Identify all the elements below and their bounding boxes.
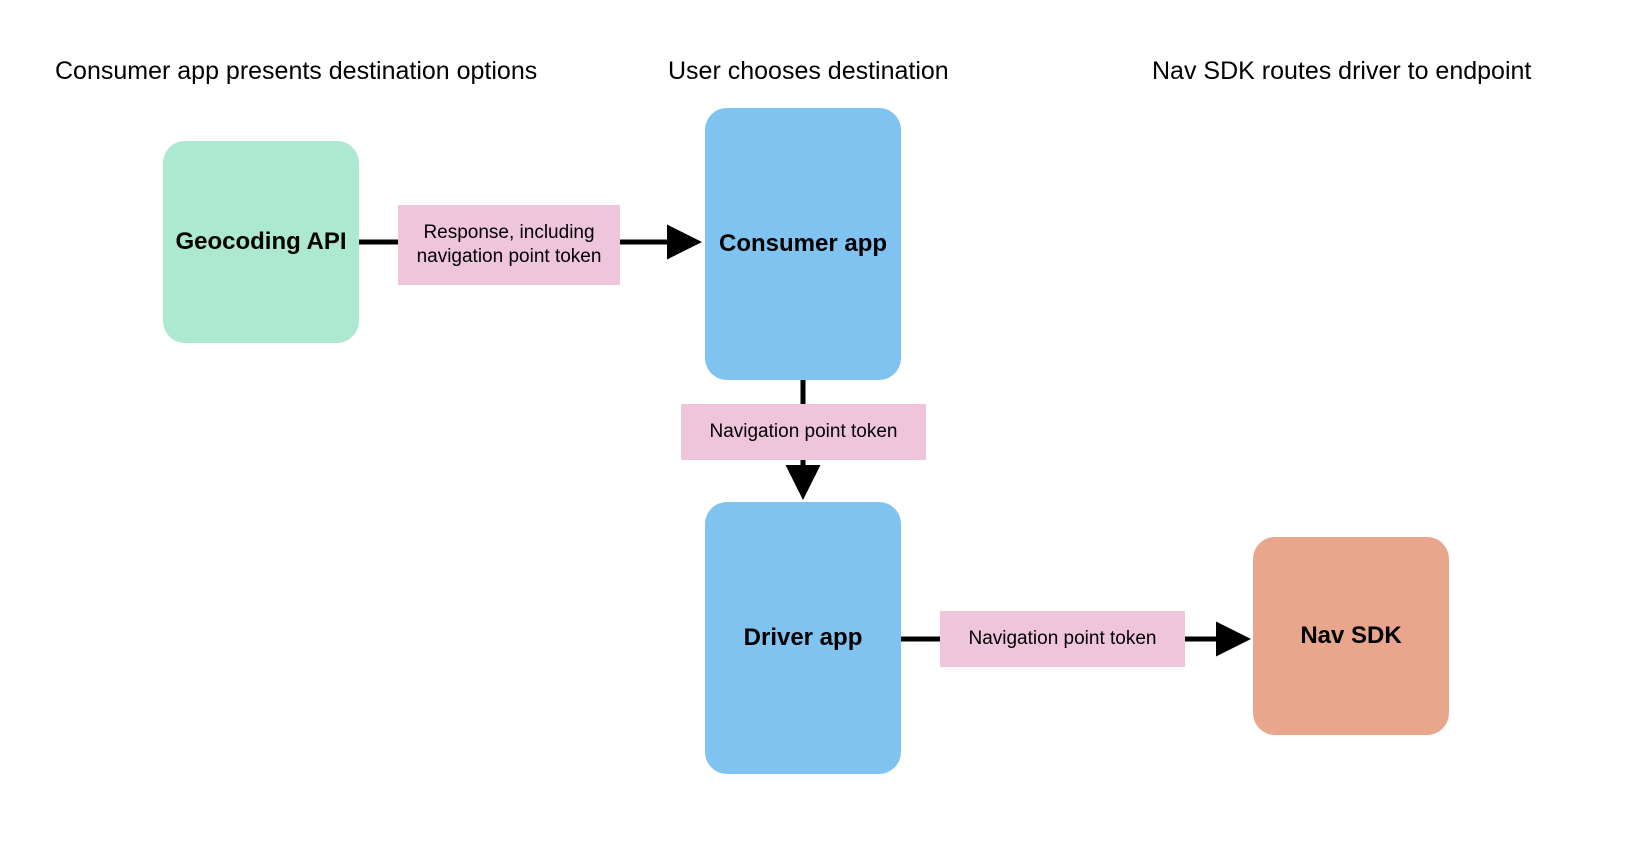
node-geocoding-api[interactable]: Geocoding API	[163, 141, 359, 343]
node-driver-app[interactable]: Driver app	[705, 502, 901, 774]
edge-label-navigation-point-token-consumer-to-driver: Navigation point token	[681, 404, 926, 460]
column-header-consumer-options: Consumer app presents destination option…	[55, 57, 538, 85]
node-driver-app-label: Driver app	[743, 624, 863, 651]
node-nav-sdk[interactable]: Nav SDK	[1253, 537, 1449, 735]
edge-label-response-including-navigation-point-token: Response, including navigation point tok…	[398, 205, 620, 285]
edge-label-navigation-point-token-driver-to-navsdk: Navigation point token	[940, 611, 1185, 667]
node-consumer-app[interactable]: Consumer app	[705, 108, 901, 380]
node-nav-sdk-label: Nav SDK	[1300, 622, 1402, 649]
column-header-user-chooses: User chooses destination	[668, 57, 949, 85]
node-geocoding-api-label: Geocoding API	[175, 228, 347, 255]
node-consumer-app-label: Consumer app	[718, 230, 888, 257]
column-header-nav-routes: Nav SDK routes driver to endpoint	[1152, 57, 1532, 85]
